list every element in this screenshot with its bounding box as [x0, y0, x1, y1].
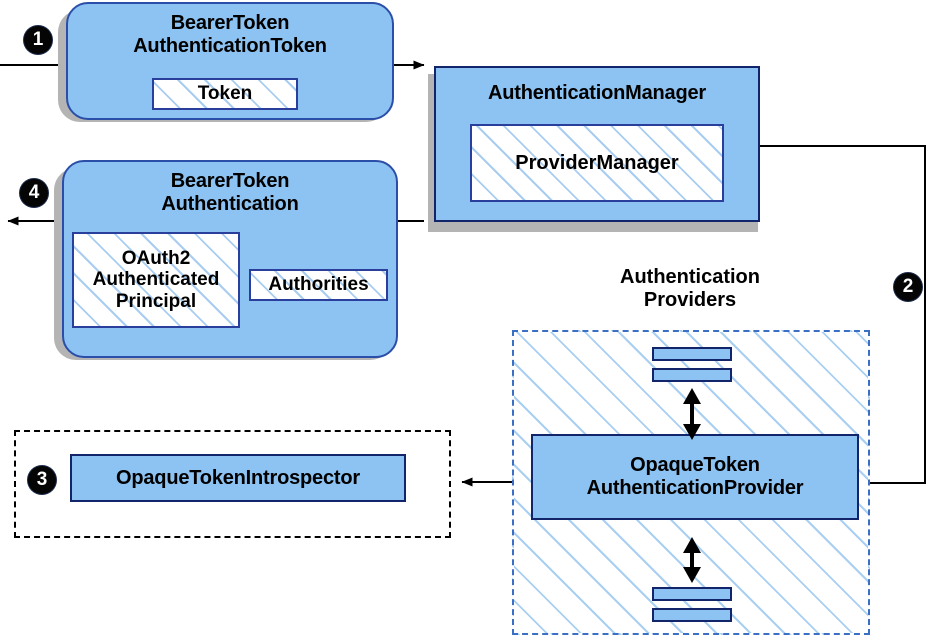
title-line-1: BearerToken	[170, 12, 290, 34]
title-line-2: AuthenticationToken	[133, 34, 327, 57]
inner-authorities[interactable]: Authorities	[249, 269, 388, 301]
provider-stack-bar-bottom-1	[652, 587, 732, 601]
badge-step-3: 3	[28, 466, 56, 494]
badge-step-4: 4	[20, 179, 48, 207]
inner-authorities-label: Authorities	[268, 274, 369, 296]
principal-line-1: OAuth2	[121, 248, 191, 270]
inner-oauth2-authenticated-principal[interactable]: OAuth2 Authenticated Principal	[72, 232, 240, 328]
group-label-line2: Providers	[643, 289, 737, 311]
inner-provider-manager-label: ProviderManager	[515, 151, 679, 174]
title-line-2: AuthenticationProvider	[586, 477, 804, 499]
node-authentication-manager-title: AuthenticationManager	[487, 82, 707, 104]
node-opaque-token-authentication-provider-title: OpaqueToken AuthenticationProvider	[587, 454, 804, 500]
badge-step-2-number: 2	[902, 276, 914, 297]
title-line-1: BearerToken	[170, 170, 290, 192]
node-opaque-token-introspector[interactable]: OpaqueTokenIntrospector	[70, 454, 406, 502]
inner-token[interactable]: Token	[152, 78, 298, 110]
node-bearer-token-authentication-token-title: BearerToken AuthenticationToken	[133, 12, 327, 58]
principal-line-2: Authenticated	[92, 269, 220, 291]
title-line-1: OpaqueToken	[630, 454, 760, 477]
badge-step-1: 1	[24, 26, 52, 54]
provider-stack-bar-top-2	[652, 368, 732, 382]
title-line-2: Authentication	[161, 192, 299, 215]
provider-stack-bar-top-1	[652, 347, 732, 361]
badge-step-2: 2	[894, 273, 922, 301]
node-bearer-token-authentication-title: BearerToken Authentication	[161, 170, 298, 216]
node-opaque-token-introspector-title: OpaqueTokenIntrospector	[116, 466, 360, 489]
inner-principal-text: OAuth2 Authenticated Principal	[93, 248, 220, 312]
inner-token-label: Token	[197, 83, 253, 105]
group-authentication-providers-label: Authentication Providers	[560, 266, 820, 312]
badge-step-4-number: 4	[28, 182, 40, 203]
principal-line-3: Principal	[115, 290, 197, 312]
node-opaque-token-authentication-provider[interactable]: OpaqueToken AuthenticationProvider	[531, 434, 859, 520]
provider-stack-bar-bottom-2	[652, 608, 732, 622]
group-label-line1: Authentication	[620, 266, 760, 288]
badge-step-1-number: 1	[32, 29, 44, 50]
badge-step-3-number: 3	[36, 469, 48, 490]
inner-provider-manager[interactable]: ProviderManager	[470, 124, 724, 202]
